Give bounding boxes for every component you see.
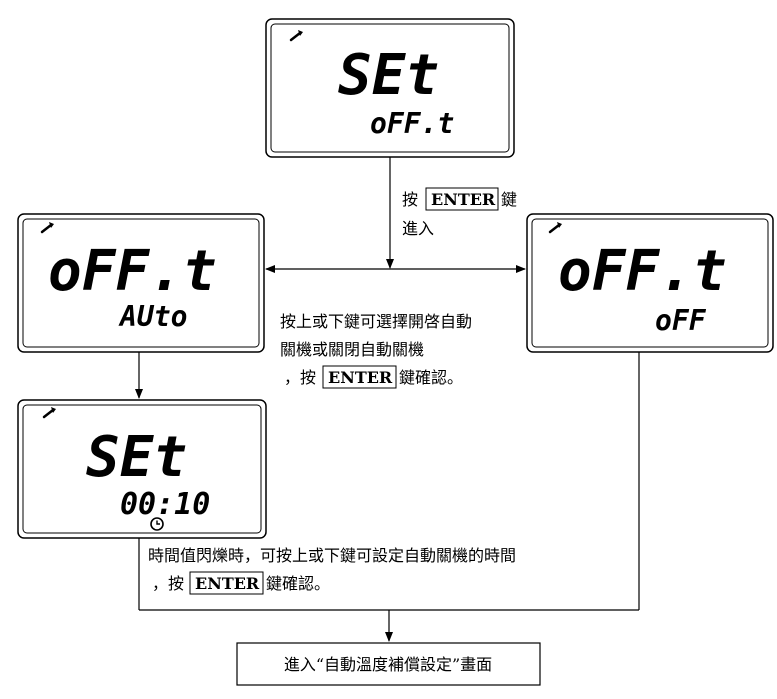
final-step-label: 進入“自動溫度補償設定”畫面 <box>284 655 492 674</box>
screen-main-text: SEt <box>86 425 187 490</box>
screen-sub-text: oFF <box>655 304 707 337</box>
note-text: 鍵確認。 <box>266 574 330 593</box>
wrench-icon <box>42 407 56 419</box>
screen-main-text: oFF.t <box>558 239 727 304</box>
lcd-screen-timer: SEt 00:10 <box>17 399 267 539</box>
screen-sub-text: oFF.t <box>370 107 454 140</box>
lcd-screen-right: oFF.t oFF <box>526 213 774 353</box>
enter-key-label: ENTER <box>431 190 496 209</box>
screen-sub-text: 00:10 <box>120 487 210 522</box>
note-text: 進入 <box>402 219 434 238</box>
note-text: 按 <box>402 190 418 209</box>
note-text: 鍵 <box>501 190 517 209</box>
screen-main-text: SEt <box>338 43 439 108</box>
enter-key-label: ENTER <box>195 574 260 593</box>
note-text: 關機或關閉自動關機 <box>280 340 424 359</box>
lcd-screen-left: oFF.t AUto <box>17 213 265 353</box>
clock-icon <box>150 517 164 531</box>
lcd-screen-top: SEt oFF.t <box>265 18 515 158</box>
note-text: 按上或下鍵可選擇開啓自動 <box>280 312 472 331</box>
screen-main-text: oFF.t <box>48 239 217 304</box>
note-enter: 按 ENTER 鍵 進入 <box>402 187 517 238</box>
enter-key-label: ENTER <box>328 368 393 387</box>
wrench-icon <box>289 30 303 42</box>
wrench-icon <box>40 222 54 234</box>
note-text: 時間值閃爍時，可按上或下鍵可設定自動關機的時間 <box>148 546 516 565</box>
wrench-icon <box>548 222 562 234</box>
final-step-box: 進入“自動溫度補償設定”畫面 <box>236 642 541 686</box>
note-text: ，按 <box>152 574 184 593</box>
note-select: 按上或下鍵可選擇開啓自動 關機或關閉自動關機 ，按 ENTER 鍵確認。 <box>280 312 472 389</box>
note-timer: 時間值閃爍時，可按上或下鍵可設定自動關機的時間 ，按 ENTER 鍵確認。 <box>148 546 516 595</box>
note-text: 鍵確認。 <box>399 368 463 387</box>
screen-sub-text: AUto <box>118 300 187 333</box>
note-text: ，按 <box>284 368 316 387</box>
